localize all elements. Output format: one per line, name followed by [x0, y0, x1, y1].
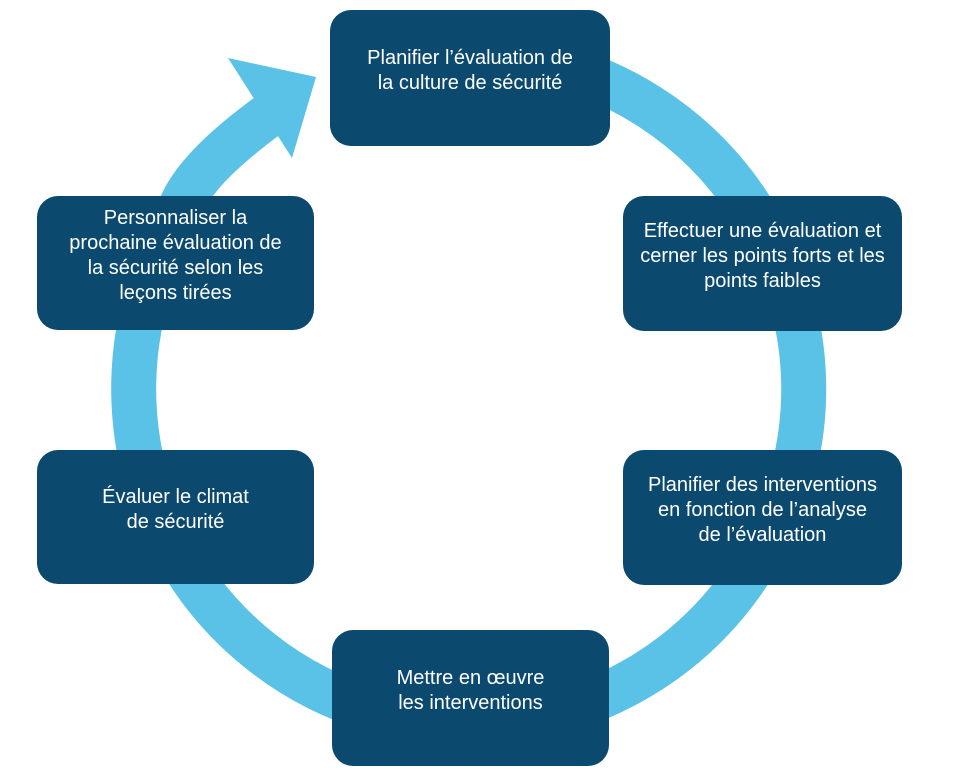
step-label: Mettre en œuvre les interventions [396, 667, 545, 714]
step-label: Évaluer le climat de sécurité [102, 486, 249, 533]
cycle-step-left-lower: Évaluer le climat de sécurité [37, 450, 314, 584]
cycle-step-right-lower: Planifier des interventions en fonction … [623, 450, 902, 585]
cycle-arrowhead [228, 58, 316, 158]
cycle-step-bottom: Mettre en œuvre les interventions [332, 630, 609, 766]
cycle-step-left-upper: Personnaliser la prochaine évaluation de… [37, 196, 314, 330]
step-label: Effectuer une évaluation et cerner les p… [640, 220, 885, 292]
step-label: Personnaliser la prochaine évaluation de… [69, 207, 282, 304]
cycle-step-right-upper: Effectuer une évaluation et cerner les p… [623, 196, 902, 331]
step-label: Planifier l’évaluation de la culture de … [367, 47, 573, 94]
cycle-step-top: Planifier l’évaluation de la culture de … [330, 10, 610, 146]
step-label: Planifier des interventions en fonction … [647, 474, 877, 546]
